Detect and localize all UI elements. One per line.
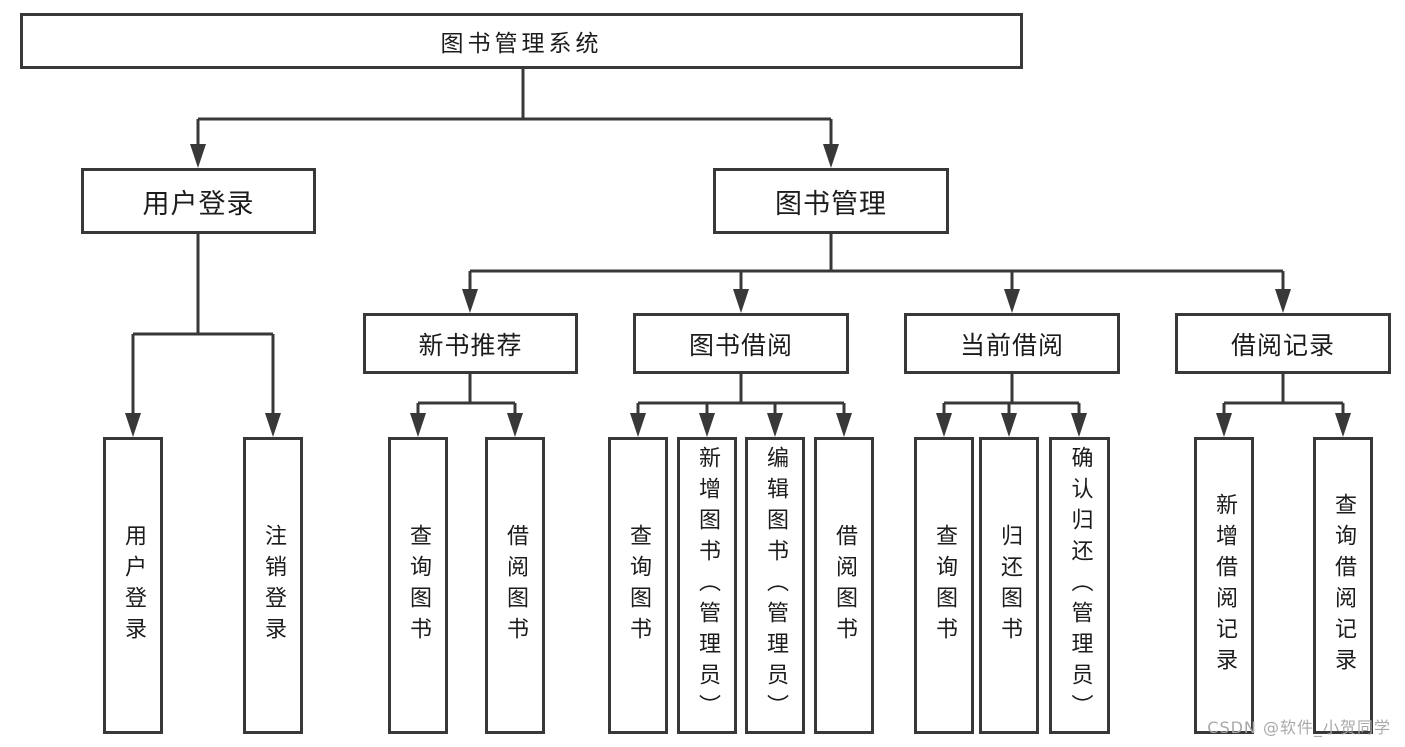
- arrowhead: [125, 413, 141, 437]
- connector-book-management-split: [462, 234, 1291, 313]
- arrowhead: [1335, 413, 1351, 437]
- arrowhead: [630, 413, 646, 437]
- arrowhead: [1071, 413, 1087, 437]
- leaf-query-books-recommend: 查询图书: [388, 437, 448, 734]
- node-root-book-management-system: 图书管理系统: [20, 13, 1023, 69]
- connector-borrow-records-split: [1216, 374, 1351, 437]
- connector-user-login-split: [125, 234, 281, 437]
- leaf-edit-books-admin: 编辑图书（管理员）: [745, 437, 805, 734]
- leaf-add-books-admin: 新增图书（管理员）: [677, 437, 737, 734]
- arrowhead: [823, 144, 839, 168]
- arrowhead: [836, 413, 852, 437]
- connector-current-borrowing-split: [936, 374, 1087, 437]
- leaf-return-books: 归还图书: [979, 437, 1039, 734]
- node-borrow-records: 借阅记录: [1175, 313, 1391, 374]
- leaf-query-borrow-record: 查询借阅记录: [1313, 437, 1373, 734]
- leaf-logout: 注销登录: [243, 437, 303, 734]
- node-new-book-recommend: 新书推荐: [363, 313, 578, 374]
- connector-book-borrowing-split: [630, 374, 852, 437]
- node-book-borrowing: 图书借阅: [633, 313, 849, 374]
- arrowhead: [190, 144, 206, 168]
- arrowhead: [1001, 413, 1017, 437]
- leaf-confirm-return-admin: 确认归还（管理员）: [1049, 437, 1110, 734]
- leaf-user-login: 用户登录: [103, 437, 163, 734]
- leaf-query-books-current: 查询图书: [914, 437, 974, 734]
- arrowhead: [733, 289, 749, 313]
- arrowhead: [699, 413, 715, 437]
- leaf-borrow-books: 借阅图书: [814, 437, 874, 734]
- arrowhead: [936, 413, 952, 437]
- arrowhead: [1216, 413, 1232, 437]
- arrowhead: [462, 289, 478, 313]
- arrowhead: [507, 413, 523, 437]
- leaf-add-borrow-record: 新增借阅记录: [1194, 437, 1254, 734]
- node-current-borrowing: 当前借阅: [904, 313, 1120, 374]
- csdn-watermark: CSDN @软件_小贺同学: [1207, 718, 1391, 737]
- leaf-borrow-books-recommend: 借阅图书: [485, 437, 545, 734]
- arrowhead: [1004, 289, 1020, 313]
- arrowhead: [410, 413, 426, 437]
- arrowhead: [767, 413, 783, 437]
- connector-root-split: [190, 69, 839, 168]
- arrowhead: [1275, 289, 1291, 313]
- node-user-login: 用户登录: [81, 168, 316, 234]
- leaf-query-books-borrow: 查询图书: [608, 437, 668, 734]
- arrowhead: [265, 413, 281, 437]
- connector-new-book-recommend-split: [410, 374, 523, 437]
- node-book-management: 图书管理: [713, 168, 949, 234]
